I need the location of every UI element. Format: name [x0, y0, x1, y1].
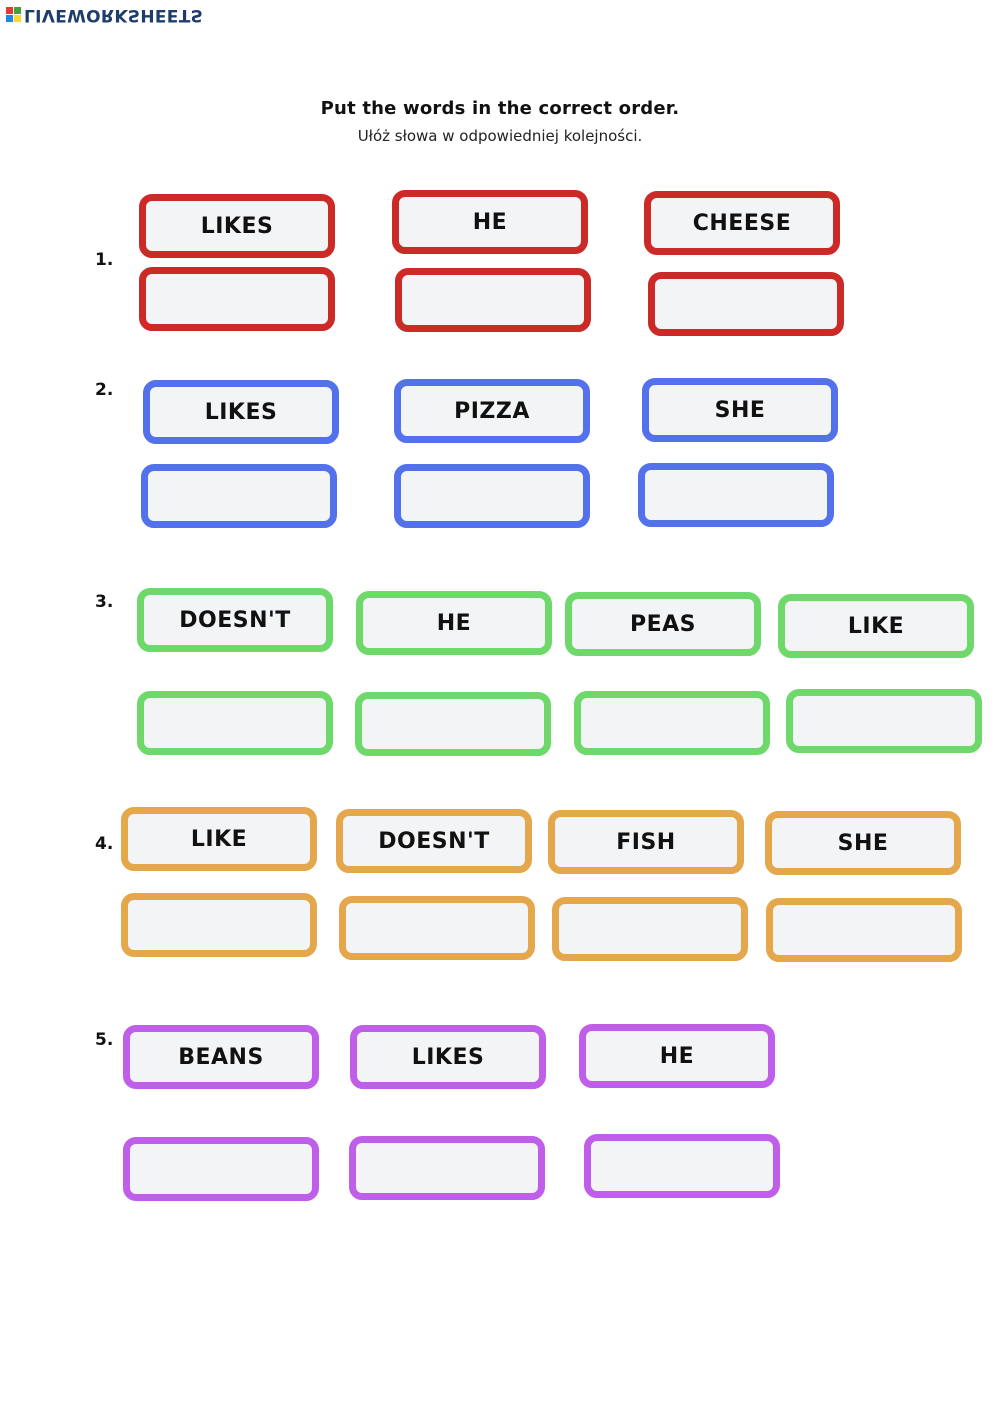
word-card[interactable]: LIKES — [139, 194, 335, 258]
word-card[interactable]: DOESN'T — [336, 809, 532, 873]
answer-box[interactable] — [584, 1134, 780, 1198]
logo-squares-icon — [6, 6, 21, 22]
answer-box[interactable] — [394, 464, 590, 528]
answer-box[interactable] — [638, 463, 834, 527]
word-card[interactable]: CHEESE — [644, 191, 840, 255]
exercise-number: 5. — [95, 1030, 114, 1050]
answer-box[interactable] — [395, 268, 591, 332]
word-card[interactable]: PEAS — [565, 592, 761, 656]
exercise-number: 2. — [95, 380, 114, 400]
instruction-title: Put the words in the correct order. — [320, 98, 680, 119]
answer-box[interactable] — [137, 691, 333, 755]
word-card[interactable]: HE — [579, 1024, 775, 1088]
word-card[interactable]: PIZZA — [394, 379, 590, 443]
answer-box[interactable] — [648, 272, 844, 336]
word-card[interactable]: LIKE — [121, 807, 317, 871]
liveworksheets-logo: LIVEWORKSHEETS — [6, 3, 203, 25]
answer-box[interactable] — [349, 1136, 545, 1200]
word-card[interactable]: BEANS — [123, 1025, 319, 1089]
answer-box[interactable] — [141, 464, 337, 528]
word-card[interactable]: SHE — [765, 811, 961, 875]
word-card[interactable]: DOESN'T — [137, 588, 333, 652]
exercise-number: 4. — [95, 834, 114, 854]
answer-box[interactable] — [786, 689, 982, 753]
word-card[interactable]: LIKE — [778, 594, 974, 658]
exercise-number: 3. — [95, 592, 114, 612]
word-card[interactable]: FISH — [548, 810, 744, 874]
word-card[interactable]: SHE — [642, 378, 838, 442]
instruction-subtitle: Ułóż słowa w odpowiedniej kolejności. — [357, 127, 643, 145]
word-card[interactable]: LIKES — [350, 1025, 546, 1089]
answer-box[interactable] — [123, 1137, 319, 1201]
answer-box[interactable] — [766, 898, 962, 962]
answer-box[interactable] — [355, 692, 551, 756]
word-card[interactable]: HE — [392, 190, 588, 254]
answer-box[interactable] — [139, 267, 335, 331]
answer-box[interactable] — [574, 691, 770, 755]
exercise-number: 1. — [95, 250, 114, 270]
answer-box[interactable] — [552, 897, 748, 961]
word-card[interactable]: HE — [356, 591, 552, 655]
answer-box[interactable] — [339, 896, 535, 960]
answer-box[interactable] — [121, 893, 317, 957]
logo-text: LIVEWORKSHEETS — [24, 4, 204, 25]
word-card[interactable]: LIKES — [143, 380, 339, 444]
